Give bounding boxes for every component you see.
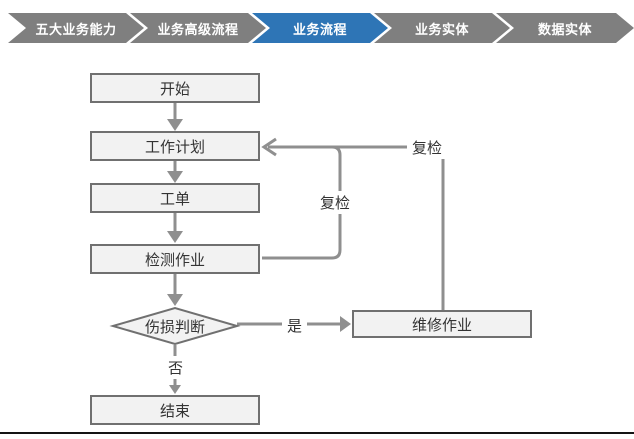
breadcrumb-step-2[interactable]: 业务高级流程 xyxy=(130,13,266,43)
arrow-left-icon xyxy=(261,137,277,157)
breadcrumb-step-4[interactable]: 业务实体 xyxy=(374,13,510,43)
arrow-down-icon xyxy=(169,385,181,394)
arrow-right-icon xyxy=(340,316,351,332)
arrow-down-icon xyxy=(167,231,183,243)
breadcrumb-step-3-current[interactable]: 业务流程 xyxy=(252,13,388,43)
edge-label-recheck-outer: 复检 xyxy=(407,136,448,159)
flow-node-work-plan: 工作计划 xyxy=(90,131,260,161)
breadcrumb-step-1[interactable]: 五大业务能力 xyxy=(8,13,144,43)
flow-node-inspection: 检测作业 xyxy=(90,244,260,274)
connector-repair-plan-recheck xyxy=(268,145,445,310)
decision-diamond-shape xyxy=(109,306,241,346)
edge-label-recheck-inner: 复检 xyxy=(315,191,356,214)
slide-bottom-rule xyxy=(0,432,634,434)
arrow-down-icon xyxy=(167,171,183,183)
edge-label-no: 否 xyxy=(163,356,189,379)
flow-node-work-order: 工单 xyxy=(90,183,260,213)
flow-node-start: 开始 xyxy=(90,73,260,103)
arrow-down-icon xyxy=(167,119,183,131)
flow-node-repair: 维修作业 xyxy=(352,310,532,338)
flow-node-damage-decision: 伤损判断 xyxy=(144,318,205,336)
arrow-down-icon xyxy=(167,294,183,306)
flow-node-end: 结束 xyxy=(90,395,260,425)
edge-label-yes: 是 xyxy=(282,314,308,337)
breadcrumb-step-5[interactable]: 数据实体 xyxy=(496,13,634,43)
